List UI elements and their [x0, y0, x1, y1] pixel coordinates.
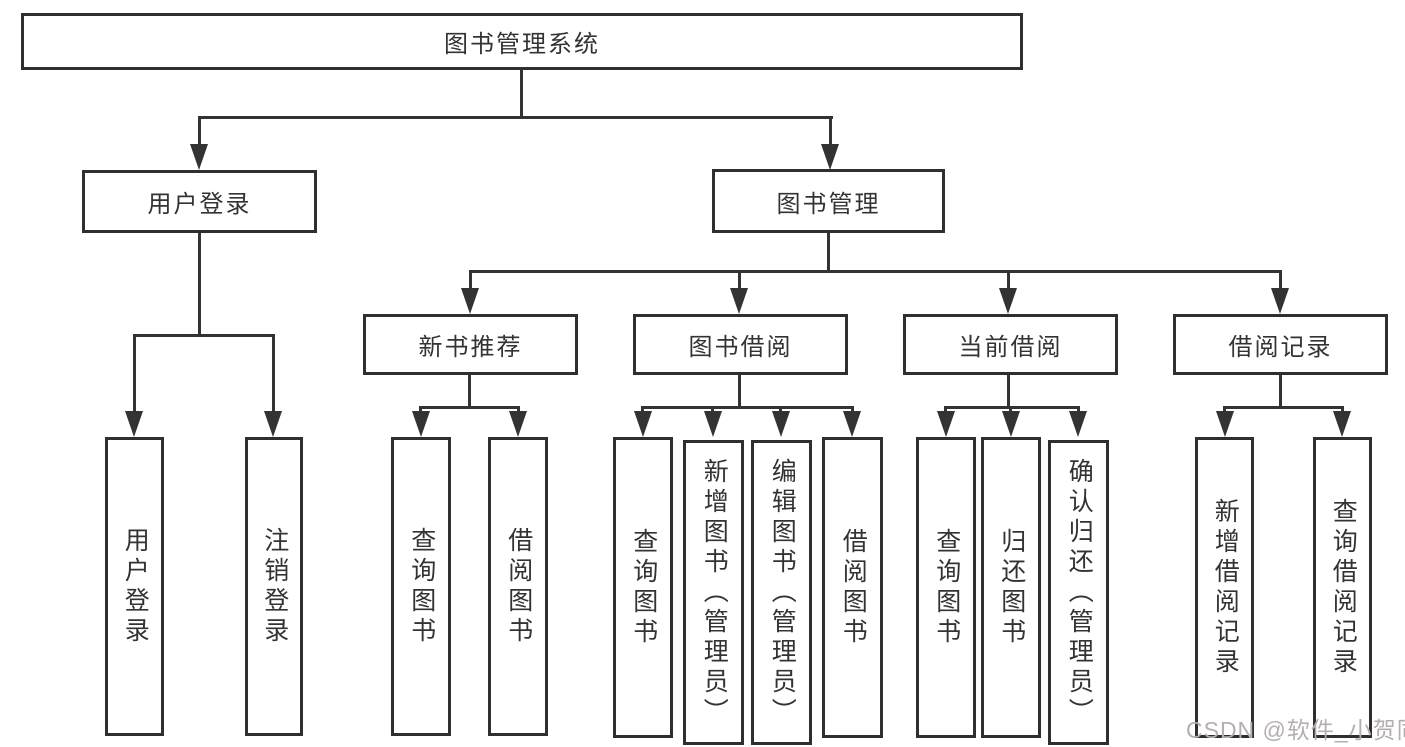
- leaf-query-borrow-record: 查询借阅记录: [1313, 437, 1372, 738]
- connector-leaf-drop: [1009, 406, 1012, 415]
- leaf-query-books-recommend: 查询图书: [391, 437, 451, 736]
- arrow-down-icon: [730, 288, 748, 314]
- arrow-down-icon: [843, 411, 861, 437]
- node-current-borrow-label: 当前借阅: [958, 334, 1063, 361]
- connector-book-mgmt-stem: [827, 232, 830, 273]
- leaf-user-login-label: 用户登录: [121, 526, 150, 647]
- connector-user-login-right-drop: [272, 334, 275, 414]
- arrow-down-icon: [821, 144, 839, 170]
- arrow-down-icon: [1333, 411, 1351, 437]
- arrow-down-icon: [1216, 411, 1234, 437]
- connector-leaf-drop: [944, 406, 947, 415]
- connector-leaf-drop: [641, 406, 644, 415]
- leaf-logout: 注销登录: [245, 437, 303, 736]
- connector-level2-drop: [1007, 270, 1010, 292]
- connector-user-login-left-drop: [133, 334, 136, 414]
- connector-level1-left-drop: [198, 116, 201, 148]
- arrow-down-icon: [704, 411, 722, 437]
- node-borrow-records-label: 借阅记录: [1228, 334, 1333, 361]
- node-book-management-label: 图书管理: [776, 190, 881, 218]
- arrow-down-icon: [634, 411, 652, 437]
- connector-user-login-stem: [198, 233, 201, 337]
- leaf-add-books-admin: 新增图书（管理员）: [683, 440, 744, 745]
- connector-level1-split: [198, 116, 833, 119]
- arrow-down-icon: [125, 411, 143, 437]
- connector-current-borrow-split: [944, 406, 1080, 409]
- leaf-borrow-books: 借阅图书: [822, 437, 883, 738]
- leaf-borrow-books-recommend: 借阅图书: [488, 437, 548, 736]
- csdn-watermark: CSDN @软件_小贺同学: [1186, 717, 1405, 743]
- arrow-down-icon: [412, 411, 430, 437]
- connector-leaf-drop: [1341, 406, 1344, 415]
- leaf-borrow-books-recommend-label: 借阅图书: [504, 526, 533, 647]
- arrow-down-icon: [937, 411, 955, 437]
- arrow-down-icon: [1271, 288, 1289, 314]
- connector-level1-right-drop: [829, 116, 832, 148]
- connector-leaf-drop: [779, 406, 782, 415]
- connector-book-borrow-split: [641, 406, 854, 409]
- leaf-query-books-current-label: 查询图书: [932, 527, 961, 648]
- arrow-down-icon: [1002, 411, 1020, 437]
- leaf-return-books-label: 归还图书: [997, 527, 1026, 648]
- arrow-down-icon: [264, 411, 282, 437]
- node-book-borrow: 图书借阅: [633, 314, 848, 375]
- connector-current-borrow-stem: [1007, 374, 1010, 409]
- connector-leaf-drop: [711, 406, 714, 415]
- leaf-confirm-return-admin-label: 确认归还（管理员）: [1065, 457, 1094, 728]
- leaf-edit-books-admin: 编辑图书（管理员）: [751, 440, 812, 745]
- leaf-confirm-return-admin: 确认归还（管理员）: [1048, 440, 1109, 745]
- connector-user-login-split: [133, 334, 275, 337]
- connector-new-book-split: [419, 406, 520, 409]
- connector-leaf-drop: [517, 406, 520, 415]
- node-new-book-recommend: 新书推荐: [363, 314, 578, 375]
- connector-leaf-drop: [1223, 406, 1226, 415]
- connector-new-book-stem: [468, 374, 471, 409]
- leaf-query-books-borrow-label: 查询图书: [629, 527, 658, 648]
- leaf-user-login: 用户登录: [105, 437, 164, 736]
- arrow-down-icon: [999, 288, 1017, 314]
- node-root: 图书管理系统: [21, 13, 1023, 70]
- leaf-borrow-books-label: 借阅图书: [839, 527, 868, 648]
- leaf-add-borrow-record-label: 新增借阅记录: [1211, 497, 1240, 678]
- node-current-borrow: 当前借阅: [903, 314, 1118, 375]
- leaf-return-books: 归还图书: [981, 437, 1041, 738]
- leaf-query-books-recommend-label: 查询图书: [407, 526, 436, 647]
- arrow-down-icon: [1069, 411, 1087, 437]
- leaf-add-books-admin-label: 新增图书（管理员）: [700, 457, 729, 728]
- leaf-logout-label: 注销登录: [260, 526, 289, 647]
- node-user-login-label: 用户登录: [147, 191, 252, 218]
- connector-leaf-drop: [1077, 406, 1080, 415]
- connector-leaf-drop: [851, 406, 854, 415]
- node-book-management: 图书管理: [712, 169, 945, 233]
- connector-root-stem: [520, 68, 523, 119]
- arrow-down-icon: [190, 144, 208, 170]
- connector-borrow-records-split: [1223, 406, 1344, 409]
- leaf-query-books-current: 查询图书: [916, 437, 976, 738]
- connector-book-borrow-stem: [738, 374, 741, 409]
- connector-leaf-drop: [419, 406, 422, 415]
- node-book-borrow-label: 图书借阅: [688, 334, 793, 361]
- node-borrow-records: 借阅记录: [1173, 314, 1388, 375]
- connector-level2-drop: [738, 270, 741, 292]
- connector-level2-drop: [469, 270, 472, 292]
- leaf-add-borrow-record: 新增借阅记录: [1195, 437, 1254, 738]
- connector-level2-split: [469, 270, 1282, 273]
- connector-level2-drop: [1279, 270, 1282, 292]
- leaf-edit-books-admin-label: 编辑图书（管理员）: [768, 457, 797, 728]
- node-new-book-recommend-label: 新书推荐: [418, 334, 523, 361]
- arrow-down-icon: [461, 288, 479, 314]
- leaf-query-borrow-record-label: 查询借阅记录: [1329, 497, 1358, 678]
- arrow-down-icon: [509, 411, 527, 437]
- connector-borrow-records-stem: [1279, 374, 1282, 409]
- node-user-login: 用户登录: [82, 170, 317, 233]
- arrow-down-icon: [772, 411, 790, 437]
- leaf-query-books-borrow: 查询图书: [613, 437, 673, 738]
- node-root-label: 图书管理系统: [444, 31, 600, 58]
